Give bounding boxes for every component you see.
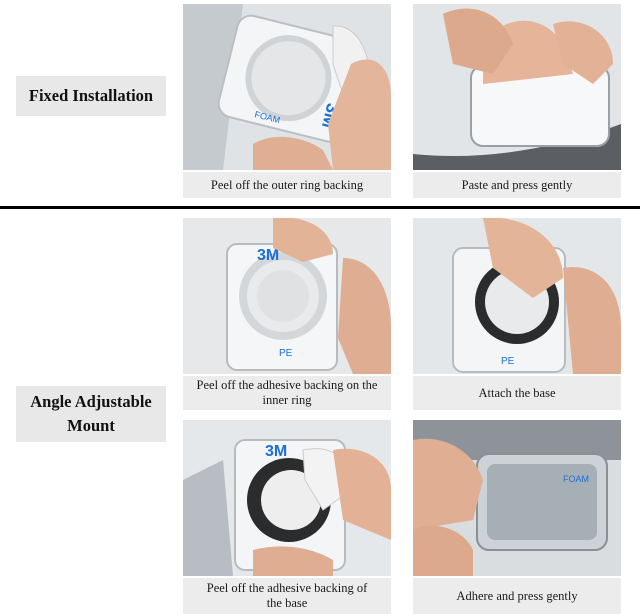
step-card-attach-base: 3M PE Attach the base	[413, 218, 621, 410]
photo-attach-base: 3M PE	[413, 218, 621, 374]
caption-adhere-press: Adhere and press gently	[413, 578, 621, 614]
step-card-adhere-press: FOAM Adhere and press gently	[413, 420, 621, 614]
photo-adhere-press: FOAM	[413, 420, 621, 576]
tape-pe-mark: PE	[501, 356, 515, 367]
caption-paste-press: Paste and press gently	[413, 172, 621, 198]
fixed-installation-label: Fixed Installation	[16, 76, 166, 116]
caption-text-line1: Peel off the adhesive backing of	[206, 581, 368, 595]
caption-text: Paste and press gently	[461, 177, 573, 192]
tape-foam-mark: FOAM	[563, 474, 589, 484]
angle-adjustable-label: Angle Adjustable Mount	[16, 386, 166, 442]
caption-text-line1: Peel off the adhesive backing on the	[196, 378, 378, 392]
section-divider	[0, 206, 640, 209]
fixed-installation-title: Fixed Installation	[28, 86, 154, 105]
tape-brand-mark: 3M	[265, 443, 287, 460]
step-card-paste-press: Paste and press gently	[413, 4, 621, 198]
caption-peel-outer-ring: Peel off the outer ring backing	[183, 172, 391, 198]
photo-peel-outer-ring: 3M FOAM	[183, 4, 391, 170]
angle-adjustable-title-line1: Angle Adjustable	[30, 392, 152, 411]
step-card-peel-outer-ring: 3M FOAM Peel off the outer ring backing	[183, 4, 391, 198]
caption-peel-inner-ring: Peel off the adhesive backing on the inn…	[183, 376, 391, 410]
caption-text: Adhere and press gently	[456, 588, 578, 603]
caption-text-line2: the base	[266, 596, 308, 610]
caption-attach-base: Attach the base	[413, 376, 621, 410]
caption-text: Peel off the outer ring backing	[210, 177, 364, 192]
step-card-peel-base: 3M FOAM Peel off the adhesive backing of…	[183, 420, 391, 614]
caption-peel-base: Peel off the adhesive backing of the bas…	[183, 578, 391, 614]
tape-pe-mark: PE	[279, 348, 293, 359]
photo-peel-inner-ring: 3M PE	[183, 218, 391, 374]
photo-paste-press	[413, 4, 621, 170]
step-card-peel-inner-ring: 3M PE Peel off the adhesive backing on t…	[183, 218, 391, 410]
caption-text-line2: inner ring	[262, 393, 312, 407]
photo-peel-base: 3M FOAM	[183, 420, 391, 576]
angle-adjustable-title-line2: Mount	[67, 416, 115, 435]
tape-brand-mark: 3M	[257, 247, 279, 264]
caption-text: Attach the base	[478, 385, 556, 400]
